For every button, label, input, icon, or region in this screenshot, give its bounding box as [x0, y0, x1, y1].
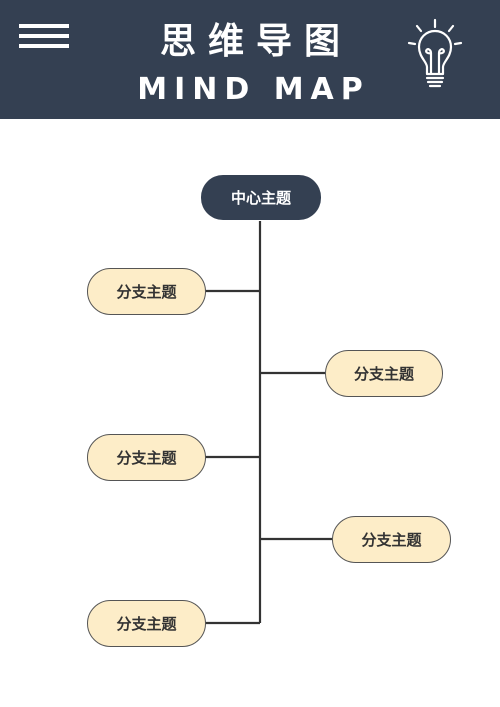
branch-topic-label: 分支主题 [116, 449, 177, 467]
branch-topic-node-2[interactable]: 分支主题 [325, 350, 443, 397]
branch-topic-label: 分支主题 [116, 615, 177, 633]
branch-topic-label: 分支主题 [116, 283, 177, 301]
branch-topic-node-4[interactable]: 分支主题 [332, 516, 451, 563]
branch-topic-node-5[interactable]: 分支主题 [87, 600, 206, 647]
page-subtitle: MIND MAP [137, 72, 370, 107]
branch-topic-label: 分支主题 [361, 531, 422, 549]
page-title: 思维导图 [159, 21, 352, 62]
center-topic-label: 中心主题 [230, 189, 291, 207]
lightbulb-icon [405, 16, 465, 96]
branch-topic-label: 分支主题 [353, 365, 414, 383]
hamburger-menu-icon[interactable] [19, 24, 69, 50]
branch-topic-node-1[interactable]: 分支主题 [87, 268, 206, 315]
branch-topic-node-3[interactable]: 分支主题 [87, 434, 206, 481]
header-banner: 思维导图 MIND MAP [0, 0, 500, 119]
center-topic-node[interactable]: 中心主题 [201, 175, 321, 220]
